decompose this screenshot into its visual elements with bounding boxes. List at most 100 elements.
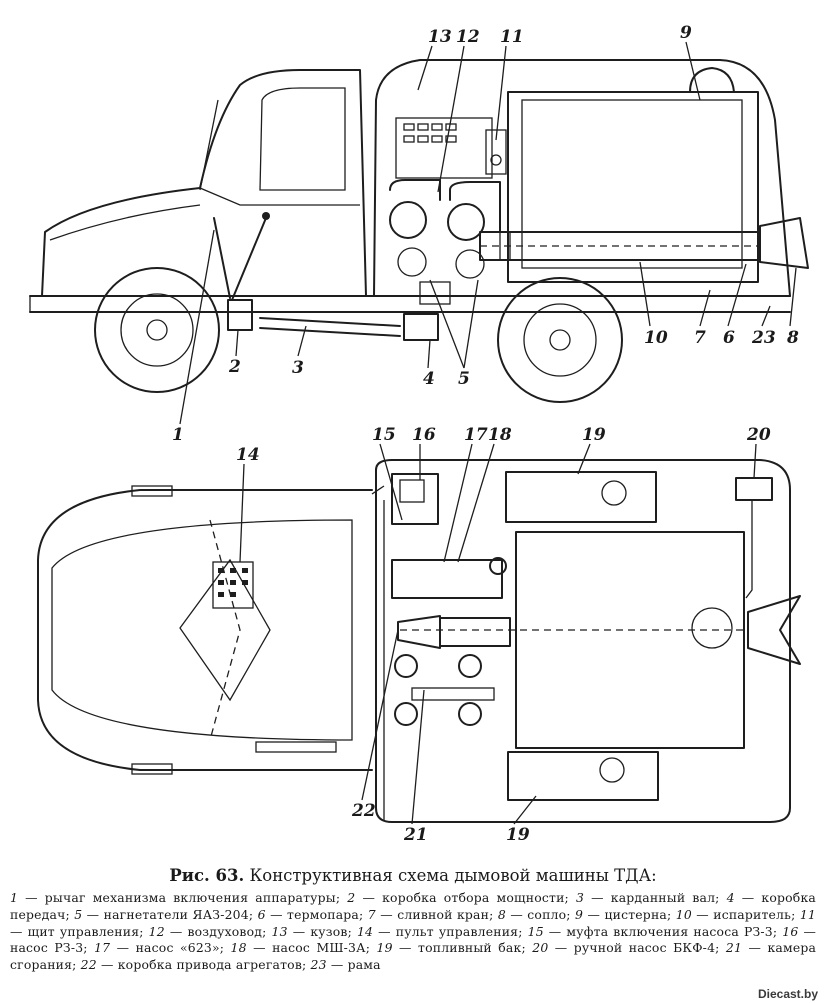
svg-text:13: 13 — [428, 27, 452, 47]
cab — [41, 69, 367, 297]
legend-text: испаритель — [713, 906, 792, 922]
legend-item-5: 5 — нагнетатели ЯАЗ-204; — [74, 906, 258, 922]
legend-item-3: 3 — карданный вал; — [575, 890, 727, 905]
blowers — [389, 179, 501, 305]
legend-text: цистерна — [604, 906, 667, 922]
legend-text: термопара — [287, 906, 360, 922]
evaporator — [479, 217, 809, 269]
svg-text:1: 1 — [172, 425, 184, 445]
legend-number: 10 — [675, 906, 692, 922]
svg-text:5: 5 — [458, 369, 470, 389]
legend-text: нагнетатели ЯАЗ-204 — [103, 906, 249, 922]
legend-item-4: 4 — коробка передач; — [10, 890, 816, 922]
legend-number: 12 — [148, 923, 165, 939]
legend-number: 20 — [532, 940, 549, 956]
legend-item-8: 8 — сопло; — [497, 906, 576, 922]
legend-text: сопло — [527, 906, 567, 922]
wheels — [94, 267, 623, 403]
cab-top — [37, 485, 373, 775]
svg-text:2: 2 — [228, 357, 241, 377]
legend-text: насос РЗ-3 — [10, 940, 84, 956]
legend-text: ручной насос БКФ-4 — [573, 940, 716, 956]
svg-text:15: 15 — [372, 425, 396, 445]
legend-number: 9 — [575, 906, 584, 922]
truck-schematic: 13 12 11 9 1 2 3 4 5 10 7 6 23 8 — [29, 23, 809, 845]
legend-item-19: 19 — топливный бак; — [376, 940, 533, 956]
legend-item-16: 16 — насос РЗ-3; — [10, 923, 817, 956]
svg-text:11: 11 — [500, 27, 524, 47]
svg-text:14: 14 — [236, 445, 260, 465]
legend-text: насос «623» — [135, 940, 220, 956]
legend-text: сливной кран — [397, 906, 490, 922]
svg-text:16: 16 — [412, 425, 436, 445]
legend-number: 5 — [74, 906, 83, 922]
svg-text:19: 19 — [582, 425, 606, 445]
legend-item-23: 23 — рама — [310, 957, 381, 973]
legend-item-2: 2 — коробка отбора мощности; — [347, 890, 576, 905]
legend-number: 13 — [271, 923, 288, 939]
svg-text:6: 6 — [723, 328, 735, 348]
figure-label: Рис. 63. — [169, 866, 245, 885]
top-callouts: 15 16 17 18 19 20 14 22 21 19 — [236, 425, 771, 845]
legend-item-12: 12 — воздуховод; — [148, 923, 272, 939]
frame — [29, 295, 791, 313]
side-view: 13 12 11 9 1 2 3 4 5 10 7 6 23 8 — [29, 23, 809, 445]
legend-item-11: 11 — щит управления; — [10, 906, 816, 939]
figure-caption: Рис. 63. Конструктивная схема дымовой ма… — [10, 866, 816, 974]
svg-text:20: 20 — [746, 425, 771, 445]
legend-text: рычаг механизма включения аппаратуры — [44, 890, 336, 905]
legend-number: 14 — [356, 923, 374, 939]
legend-text: насос МШ-3А — [272, 940, 366, 956]
body-top — [371, 459, 801, 823]
legend-number: 15 — [527, 923, 544, 939]
legend-number: 2 — [347, 890, 356, 905]
figure-title: Конструктивная схема дымовой машины ТДА: — [249, 866, 657, 885]
svg-text:9: 9 — [680, 23, 692, 43]
legend-item-10: 10 — испаритель; — [675, 906, 800, 922]
legend-text: рама — [347, 957, 381, 973]
svg-text:12: 12 — [456, 27, 480, 47]
top-view: 15 16 17 18 19 20 14 22 21 19 — [37, 425, 801, 845]
watermark: Diecast.by — [757, 987, 818, 1001]
svg-text:8: 8 — [786, 328, 799, 348]
legend-item-20: 20 — ручной насос БКФ-4; — [532, 940, 726, 956]
side-callouts: 13 12 11 9 1 2 3 4 5 10 7 6 23 8 — [172, 23, 799, 445]
legend-item-18: 18 — насос МШ-3А; — [230, 940, 377, 956]
legend-text: карданный вал — [610, 890, 716, 905]
legend-number: 8 — [497, 906, 506, 922]
legend-number: 11 — [799, 906, 816, 922]
legend-item-1: 1 — рычаг механизма включения аппаратуры… — [10, 890, 348, 905]
legend-number: 7 — [367, 906, 376, 922]
legend-item-6: 6 — термопара; — [257, 906, 368, 922]
legend-item-13: 13 — кузов; — [271, 923, 357, 939]
legend-number: 4 — [726, 890, 735, 905]
svg-text:22: 22 — [351, 801, 376, 821]
legend-text: коробка передач — [10, 890, 816, 922]
legend-item-9: 9 — цистерна; — [575, 906, 676, 922]
svg-text:23: 23 — [751, 328, 776, 348]
legend-item-21: 21 — камера сгорания; — [10, 940, 817, 973]
drivetrain — [213, 212, 439, 341]
legend-number: 16 — [782, 923, 799, 939]
legend-text: пульт управления — [395, 923, 519, 939]
legend-number: 18 — [230, 940, 247, 956]
legend-text: топливный бак — [418, 940, 522, 956]
svg-text:7: 7 — [694, 328, 706, 348]
svg-text:10: 10 — [644, 328, 668, 348]
svg-text:21: 21 — [403, 825, 428, 845]
legend-number: 17 — [94, 940, 111, 956]
legend-number: 21 — [725, 940, 743, 956]
svg-text:3: 3 — [292, 358, 304, 378]
legend-item-14: 14 — пульт управления; — [356, 923, 528, 939]
body — [373, 59, 791, 297]
legend: 1 — рычаг механизма включения аппаратуры… — [10, 890, 816, 974]
legend-number: 3 — [575, 890, 585, 905]
svg-text:19: 19 — [506, 825, 530, 845]
legend-number: 19 — [376, 940, 393, 956]
caption-title: Рис. 63. Конструктивная схема дымовой ма… — [10, 866, 816, 886]
legend-text: коробка отбора мощности — [382, 890, 565, 905]
svg-text:4: 4 — [423, 369, 435, 389]
legend-item-22: 22 — коробка привода агрегатов; — [80, 957, 311, 973]
svg-text:18: 18 — [488, 425, 512, 445]
legend-number: 22 — [80, 957, 97, 973]
